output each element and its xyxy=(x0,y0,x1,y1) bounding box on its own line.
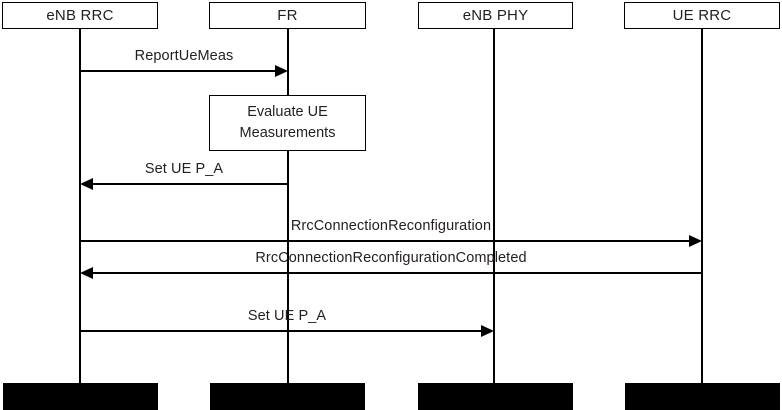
lifeline-header-enb-rrc[interactable]: eNB RRC xyxy=(2,2,158,29)
message-arrowhead-report-ue-meas xyxy=(275,65,288,77)
message-arrowhead-set-ue-pa-fr-to-rrc xyxy=(80,178,93,190)
lifeline-footer-enb-rrc[interactable] xyxy=(3,383,158,410)
message-line-report-ue-meas[interactable] xyxy=(80,70,281,72)
lifeline-line-enb-phy xyxy=(493,28,495,383)
message-label-set-ue-pa-fr-to-rrc: Set UE P_A xyxy=(144,161,224,177)
lifeline-label-enb-rrc: eNB RRC xyxy=(46,7,114,24)
message-line-rrc-connection-reconfiguration-completed[interactable] xyxy=(93,272,702,274)
message-line-rrc-connection-reconfiguration[interactable] xyxy=(80,240,695,242)
lifeline-line-fr xyxy=(287,28,289,383)
lifeline-header-enb-phy[interactable]: eNB PHY xyxy=(418,2,573,29)
message-line-set-ue-pa-rrc-to-phy[interactable] xyxy=(80,330,487,332)
message-arrowhead-rrc-connection-reconfiguration-completed xyxy=(80,267,93,279)
action-box-evaluate-ue-measurements[interactable]: Evaluate UE Measurements xyxy=(209,95,366,151)
message-arrowhead-set-ue-pa-rrc-to-phy xyxy=(481,325,494,337)
message-label-set-ue-pa-rrc-to-phy: Set UE P_A xyxy=(247,308,327,324)
lifeline-label-ue-rrc: UE RRC xyxy=(672,7,732,24)
message-label-report-ue-meas: ReportUeMeas xyxy=(134,48,234,64)
message-label-rrc-connection-reconfiguration: RrcConnectionReconfiguration xyxy=(290,218,492,234)
lifeline-line-enb-rrc xyxy=(79,28,81,383)
lifeline-footer-enb-phy[interactable] xyxy=(418,383,573,410)
action-box-line-1: Evaluate UE xyxy=(247,103,328,120)
message-arrowhead-rrc-connection-reconfiguration xyxy=(689,235,702,247)
lifeline-footer-fr[interactable] xyxy=(210,383,365,410)
lifeline-line-ue-rrc xyxy=(701,28,703,383)
lifeline-footer-ue-rrc[interactable] xyxy=(625,383,780,410)
lifeline-label-enb-phy: eNB PHY xyxy=(462,7,529,24)
lifeline-header-fr[interactable]: FR xyxy=(209,2,366,29)
lifeline-label-fr: FR xyxy=(277,7,298,24)
message-label-rrc-connection-reconfiguration-completed: RrcConnectionReconfigurationCompleted xyxy=(255,250,527,266)
action-box-line-2: Measurements xyxy=(239,125,336,141)
lifeline-header-ue-rrc[interactable]: UE RRC xyxy=(624,2,780,29)
message-line-set-ue-pa-fr-to-rrc[interactable] xyxy=(93,183,288,185)
